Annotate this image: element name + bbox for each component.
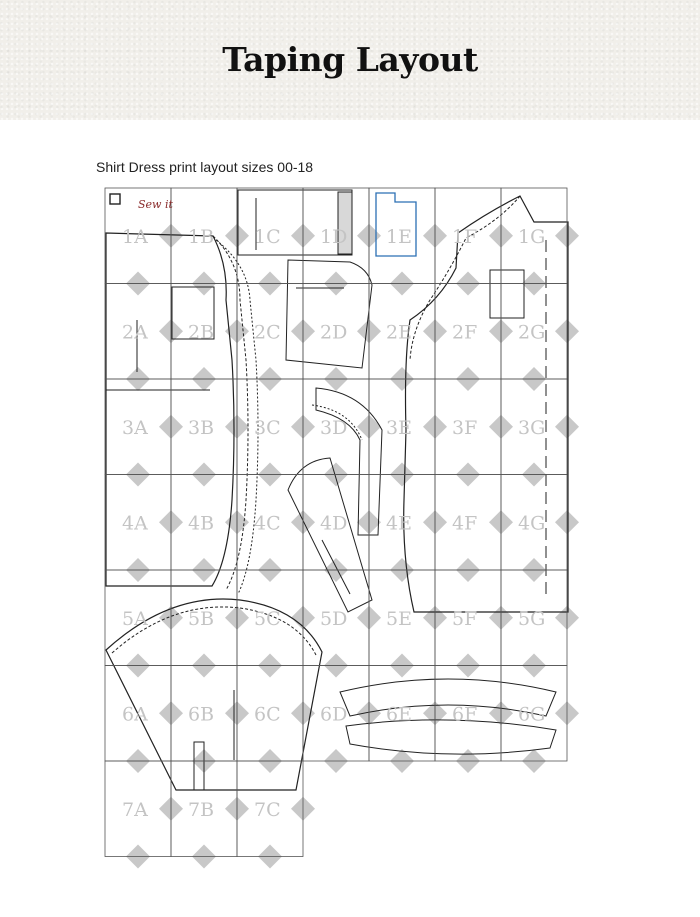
pattern-piece-placket <box>287 457 373 613</box>
brand-logo: Sew it <box>138 198 173 211</box>
tile-label: 3G <box>518 417 545 439</box>
tile-label: 4E <box>386 512 412 534</box>
tile-label: 3A <box>122 417 148 439</box>
tile-label: 1B <box>188 226 214 248</box>
tile-label: 1F <box>452 226 477 248</box>
placket-grainline <box>321 539 351 595</box>
tile-label: 6A <box>122 703 148 725</box>
pattern-piece-pocket <box>375 192 417 257</box>
tile-label: 4F <box>452 512 477 534</box>
tile-label: 1E <box>386 226 412 248</box>
pattern-piece-front-bodice <box>403 195 569 613</box>
tile-label: 3D <box>320 417 347 439</box>
tile-label: 5D <box>320 608 347 630</box>
pattern-piece-collar-stand <box>285 259 373 369</box>
tile-label: 3F <box>452 417 477 439</box>
tile-label: 3B <box>188 417 214 439</box>
yoke-seam-band <box>337 191 353 255</box>
tile-label: 6E <box>386 703 412 725</box>
tile-label: 4G <box>518 512 545 534</box>
pattern-piece-sleeve <box>105 598 323 791</box>
tile-label: 5B <box>188 608 214 630</box>
tile-label: 6F <box>452 703 477 725</box>
tile-label: 1D <box>320 226 347 248</box>
tile-label: 1C <box>254 226 281 248</box>
sleeve-cap-seam <box>111 606 317 656</box>
header-banner <box>0 0 700 120</box>
pattern-piece-collar-band <box>345 719 557 755</box>
layout-caption: Shirt Dress print layout sizes 00-18 <box>96 159 314 175</box>
sleeve-placket-mark <box>193 741 205 791</box>
tile-label: 4C <box>254 512 281 534</box>
tile-label: 3C <box>254 417 281 439</box>
tile-label: 4B <box>188 512 214 534</box>
tile-label: 6G <box>518 703 545 725</box>
tile-label: 6D <box>320 703 347 725</box>
tile-label: 5A <box>122 608 148 630</box>
tile-label: 4D <box>320 512 347 534</box>
facing-seam <box>311 404 363 441</box>
tile-label: 5F <box>452 608 477 630</box>
tile-label: 2D <box>320 321 347 343</box>
tile-label: 5C <box>254 608 281 630</box>
tile-label: 2F <box>452 321 477 343</box>
tile-label: 5E <box>386 608 412 630</box>
tile-7C <box>236 760 304 857</box>
tile-label: 3E <box>386 417 412 439</box>
tile-label: 2B <box>188 321 214 343</box>
pattern-piece-back-bodice <box>105 232 235 587</box>
page-title: Taping Layout <box>222 40 478 79</box>
tile-label: 2G <box>518 321 545 343</box>
tile-label: 7B <box>188 799 214 821</box>
pattern-pieces <box>105 189 569 791</box>
pattern-piece-collar <box>339 678 557 717</box>
front-neckline-seam <box>409 195 521 361</box>
pattern-piece-back-bodice-seam <box>212 235 249 591</box>
tile-label: 5G <box>518 608 545 630</box>
registration-square <box>109 193 121 205</box>
tile-grid <box>104 187 568 857</box>
tile-label: 2E <box>386 321 412 343</box>
tile-label: 4A <box>122 512 148 534</box>
tile-label: 2A <box>122 321 148 343</box>
tile-label: 2C <box>254 321 281 343</box>
tile-label: 7A <box>122 799 148 821</box>
tile-labels: 1A 1B 1C 1D 1E 1F 1G 2A 2B 2C 2D 2E 2F 2G 3A 3B 3C 3D 3E 3F… <box>122 226 545 821</box>
tile-6G <box>500 665 568 762</box>
tile-label: 1A <box>122 226 148 248</box>
tile-label: 6C <box>254 703 281 725</box>
tile-label: 7C <box>254 799 281 821</box>
size-chart-box <box>171 286 215 340</box>
pattern-piece-facing <box>315 387 383 536</box>
front-size-box <box>489 269 525 319</box>
pattern-piece-back-bodice-seam-2 <box>215 239 259 595</box>
tile-label: 1G <box>518 226 545 248</box>
tile-label: 6B <box>188 703 214 725</box>
